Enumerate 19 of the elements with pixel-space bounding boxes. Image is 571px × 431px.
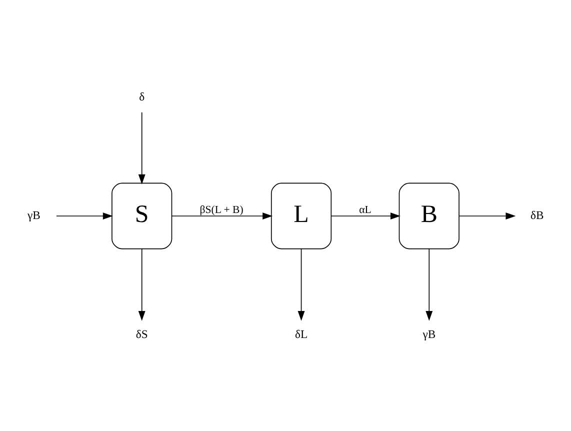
edge-label: αL	[359, 204, 372, 216]
node-text: γB	[422, 327, 436, 340]
arrow	[138, 248, 146, 320]
node-box: L	[270, 182, 332, 249]
node-text: δ	[139, 90, 145, 103]
arrow	[298, 248, 305, 320]
node-text: δS	[136, 327, 148, 340]
arrow	[56, 212, 113, 219]
arrow	[138, 111, 146, 184]
arrow	[426, 248, 433, 320]
node-text: δL	[294, 327, 308, 340]
arrow	[172, 212, 273, 219]
node-box: B	[398, 182, 460, 249]
node-text: δB	[530, 208, 544, 222]
arrow	[458, 212, 516, 219]
node-box: S	[112, 182, 172, 249]
arrow	[330, 212, 400, 219]
edge-label: βS(L + B)	[200, 204, 244, 216]
node-text: γB	[27, 208, 40, 222]
